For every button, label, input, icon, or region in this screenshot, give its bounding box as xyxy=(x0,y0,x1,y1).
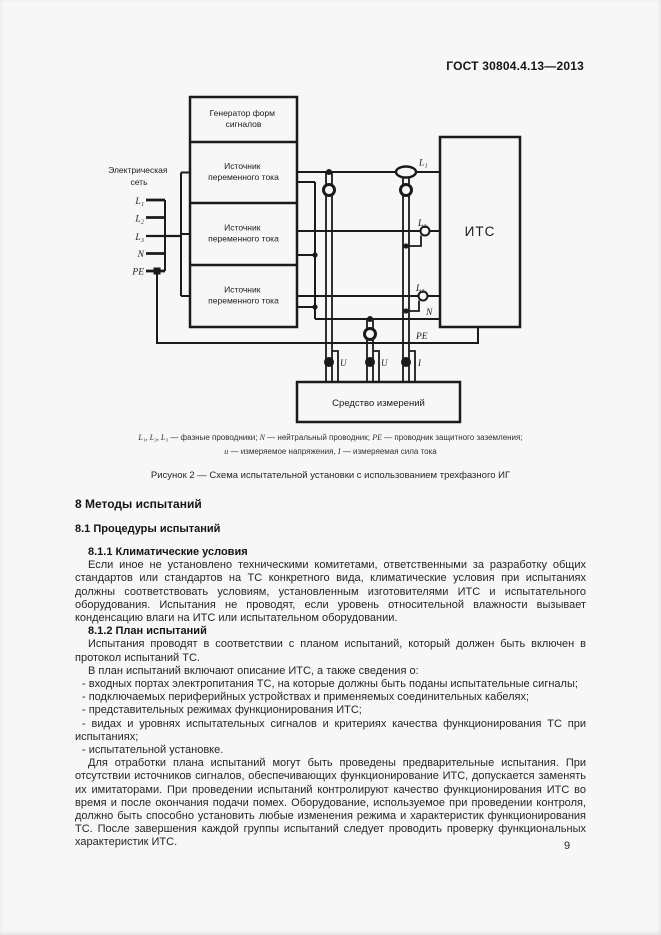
subsection-heading: 8.1 Процедуры испытаний xyxy=(75,523,221,535)
figure-caption: Рисунок 2 — Схема испытательной установк… xyxy=(150,470,511,481)
wire-n-label: N xyxy=(425,308,433,318)
figure-legend-line1: L₁, L₂, L₃ — фазные проводники; N — нейт… xyxy=(0,431,661,445)
legend-text: — нейтральный проводник; xyxy=(264,433,373,442)
junction-dots xyxy=(153,169,409,322)
measurement-tap-dots xyxy=(324,357,411,367)
list-item: - входных портах электропитания ТС, на к… xyxy=(82,678,578,691)
mains-l1-label: L₁ xyxy=(134,197,144,207)
mains-pe-label: PE xyxy=(131,268,144,278)
paragraph: В план испытаний включают описание ИТС, … xyxy=(88,664,419,677)
voltage-probe-rings xyxy=(322,183,431,341)
its-label: ИТС xyxy=(465,224,496,239)
section-heading: 8 Методы испытаний xyxy=(75,497,202,511)
wire-l3-label: L₃ xyxy=(415,284,425,294)
current-probe-ellipse xyxy=(394,165,418,179)
wire-pe-label: PE xyxy=(415,332,428,342)
list-item: - испытательной установке. xyxy=(82,744,224,757)
measuring-device-label: Средство измерений xyxy=(332,398,425,409)
mains-n-label: N xyxy=(137,250,145,260)
mains-label: Электрическая сеть xyxy=(108,165,170,187)
legend-text: — измеряемая сила тока xyxy=(340,447,437,456)
tap-u1-label: U xyxy=(340,358,347,368)
test-setup-diagram: Генератор форм сигналов Источник перемен… xyxy=(108,95,522,424)
legend-symbol: I xyxy=(337,447,341,456)
its-box xyxy=(438,135,522,329)
clause-heading-8-1-2: 8.1.2 План испытаний xyxy=(88,625,207,638)
generator-label: Генератор форм сигналов xyxy=(210,108,278,129)
doc-number: ГОСТ 30804.4.13—2013 xyxy=(446,59,584,73)
tap-u2-label: U xyxy=(381,358,388,368)
list-item: - видах и уровнях испытательных сигналов… xyxy=(75,717,586,743)
mains-l3-label: L₃ xyxy=(134,233,144,243)
legend-text: — проводник защитного заземления; xyxy=(381,433,523,442)
list-item: - представительных режимах функционирова… xyxy=(82,704,362,717)
legend-symbol: PE xyxy=(372,433,382,442)
ac-source-label-3: Источник переменного тока xyxy=(208,285,279,306)
mains-l2-label: L₂ xyxy=(134,215,144,225)
wire-l2-label: L₂ xyxy=(417,219,427,229)
page-number: 9 xyxy=(563,840,571,852)
clause-heading-8-1-1: 8.1.1 Климатические условия xyxy=(88,546,248,558)
section-content: 8 Методы испытаний 8.1 Процедуры испытан… xyxy=(75,497,586,850)
list-item: - подключаемых периферийных устройствах … xyxy=(82,691,530,704)
paragraph: Если иное не установлено техническими ко… xyxy=(75,559,586,625)
tap-i-label: I xyxy=(417,358,422,368)
wire-l1-label: L₁ xyxy=(418,159,428,169)
wiring-lines xyxy=(146,171,479,382)
paragraph: Испытания проводят в соответствии с план… xyxy=(75,638,586,664)
figure-legend: L₁, L₂, L₃ — фазные проводники; N — нейт… xyxy=(0,431,661,459)
legend-symbol: u xyxy=(224,447,229,456)
generator-stack-box xyxy=(188,95,299,329)
ac-source-label-2: Источник переменного тока xyxy=(208,223,279,244)
legend-symbol: L₁, L₂, L₃ xyxy=(138,433,169,442)
legend-text: — фазные проводники; xyxy=(168,433,260,442)
ac-source-label-1: Источник переменного тока xyxy=(208,161,279,182)
legend-text: — измеряемое напряжения, xyxy=(228,447,338,456)
figure-legend-line2: u — измеряемое напряжения, I — измеряема… xyxy=(0,445,661,459)
paragraph: Для отработки плана испытаний могут быть… xyxy=(75,757,586,849)
legend-symbol: N xyxy=(259,433,265,442)
measuring-device-box xyxy=(295,380,462,424)
